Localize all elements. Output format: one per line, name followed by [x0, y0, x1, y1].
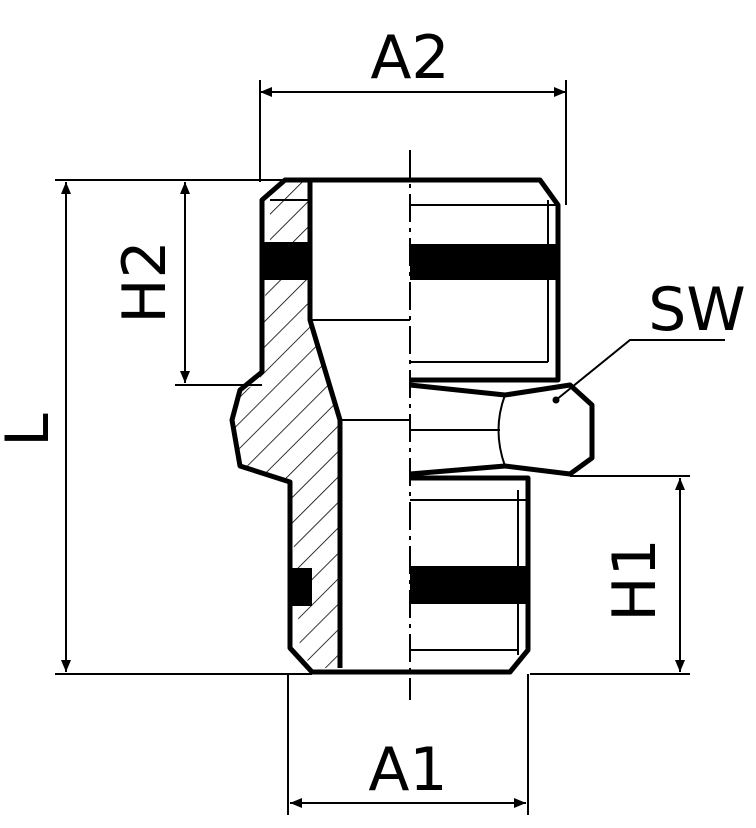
dimension-sw: SW: [552, 275, 746, 404]
dimension-a1: A1: [287, 674, 529, 815]
dimension-label-a2: A2: [370, 23, 449, 93]
section-view: [229, 177, 410, 675]
lower-thread-body: [410, 475, 531, 675]
lower-seal-section: [290, 568, 312, 606]
dimension-label-a1: A1: [368, 735, 447, 805]
hex-collar: [409, 382, 595, 477]
upper-seal-section: [262, 242, 310, 280]
dimension-label-sw: SW: [648, 275, 745, 345]
dimension-l: L: [0, 179, 312, 675]
dimension-label-h2: H2: [110, 240, 180, 323]
dimension-h1: H1: [530, 475, 690, 675]
lower-seal-exterior: [410, 566, 528, 604]
upper-seal-exterior: [410, 244, 558, 280]
dimension-a2: A2: [259, 23, 567, 205]
dimension-label-l: L: [0, 413, 63, 447]
dimension-label-h1: H1: [600, 538, 670, 621]
section-wall-hatched: [232, 180, 340, 668]
section-outer-profile: [229, 177, 410, 675]
dimension-h2: H2: [110, 179, 285, 386]
exterior-view: [409, 177, 595, 675]
